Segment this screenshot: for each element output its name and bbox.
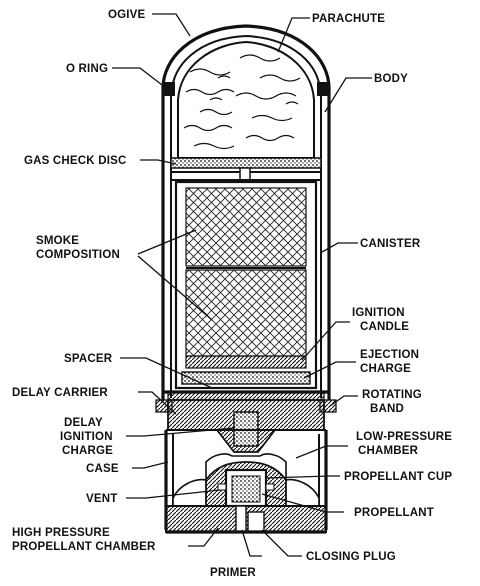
label-smoke-composition-2: COMPOSITION: [36, 249, 120, 261]
label-canister: CANISTER: [360, 238, 421, 250]
parachute: [177, 40, 315, 159]
label-rotating-band-2: BAND: [370, 403, 404, 415]
label-low-pressure-chamber-2: CHAMBER: [358, 445, 419, 457]
label-delay-ignition-charge-3: CHARGE: [62, 445, 113, 457]
label-case: CASE: [86, 463, 119, 475]
label-delay-carrier: DELAY CARRIER: [12, 387, 108, 399]
label-body: BODY: [374, 73, 408, 85]
label-propellant: PROPELLANT: [354, 507, 434, 519]
label-vent: VENT: [86, 493, 117, 505]
canister: [174, 180, 318, 390]
label-primer: PRIMER: [210, 567, 256, 579]
label-high-pressure-chamber-2: PROPELLANT CHAMBER: [12, 541, 156, 553]
leader-lines: [112, 13, 372, 557]
label-low-pressure-chamber-1: LOW-PRESSURE: [356, 431, 452, 443]
label-smoke-composition-1: SMOKE: [36, 235, 79, 247]
closing-plug: [247, 511, 265, 533]
primer: [235, 505, 247, 533]
label-closing-plug: CLOSING PLUG: [306, 551, 396, 563]
label-propellant-cup: PROPELLANT CUP: [344, 471, 452, 483]
label-delay-ignition-charge-1: DELAY: [64, 417, 103, 429]
labels: OGIVE PARACHUTE O RING BODY GAS CHECK DI…: [12, 9, 452, 579]
propellant: [231, 475, 261, 503]
label-parachute: PARACHUTE: [312, 13, 385, 25]
label-ogive: OGIVE: [108, 9, 146, 21]
smoke-composition-lower: [185, 269, 307, 357]
o-ring-right: [317, 82, 329, 96]
base-section: [155, 390, 337, 453]
label-high-pressure-chamber-1: HIGH PRESSURE: [12, 527, 110, 539]
label-o-ring: O RING: [66, 63, 108, 75]
label-spacer: SPACER: [64, 353, 113, 365]
smoke-composition-upper: [185, 187, 307, 267]
label-ignition-candle-2: CANDLE: [360, 321, 409, 333]
o-ring-left: [163, 82, 175, 96]
ogive-shape: [161, 24, 331, 89]
label-ejection-charge-2: CHARGE: [360, 363, 411, 375]
label-gas-check-disc: GAS CHECK DISC: [24, 155, 126, 167]
label-delay-ignition-charge-2: IGNITION: [60, 431, 113, 443]
label-ejection-charge-1: EJECTION: [360, 349, 419, 361]
label-ignition-candle-1: IGNITION: [352, 307, 405, 319]
ejection-charge: [181, 371, 311, 385]
label-rotating-band-1: ROTATING: [362, 389, 422, 401]
spacer: [167, 391, 325, 401]
ignition-candle: [185, 355, 307, 369]
